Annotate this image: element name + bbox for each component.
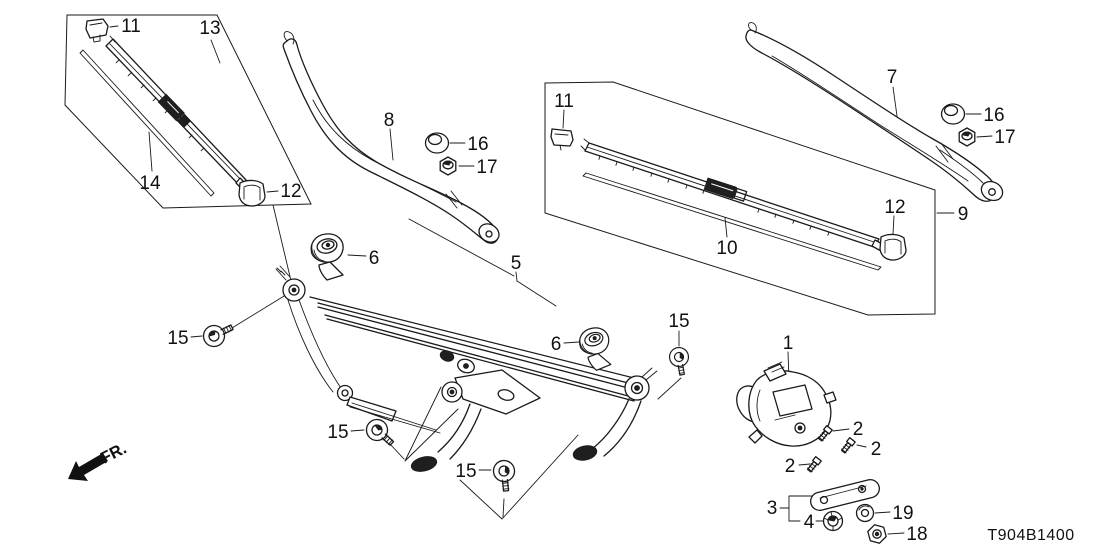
blade-end-cap-12-left [238,179,266,207]
callout-17-right: 17 [994,127,1015,148]
pivot-mount-cap-6-lower [578,327,612,371]
wiper-blade-13 [105,35,250,192]
fr-arrow-icon [68,453,108,481]
pivot-nut-17-left [439,156,457,176]
callout-7: 7 [887,67,898,88]
callouts: 11 13 14 12 8 16 17 11 10 12 9 7 16 17 5… [121,16,1015,545]
motor-bolt-2-b [841,437,856,454]
wiper-linkage-5 [275,265,658,472]
callout-16-left: 16 [467,134,488,155]
callout-2-c: 2 [785,456,796,477]
callout-15-d: 15 [668,311,689,332]
motor-bolt-2-c [807,456,822,473]
pivot-mount-cap-6-upper [310,233,344,281]
callout-2-b: 2 [871,439,882,460]
callout-14: 14 [139,173,161,194]
blade-cap-11-center [550,128,574,151]
diagram-code: T904B1400 [987,527,1074,544]
callout-4: 4 [804,512,815,533]
wiper-arm-8 [282,31,500,244]
callout-16-right: 16 [983,105,1004,126]
pivot-nut-17-right [958,127,976,147]
callout-19: 19 [892,503,913,524]
callout-10: 10 [716,238,737,259]
mount-bolt-15-b [365,418,395,446]
assembly-box-blade-13 [64,14,312,209]
mount-bolt-15-a [202,324,234,348]
motor-link-3 [810,479,880,511]
blade-end-cap-12-center [879,233,907,261]
washer-19 [855,503,875,523]
callout-9: 9 [958,204,969,225]
assembly-box-blade-9 [544,81,936,316]
wiper-blade-10 [580,138,885,252]
pivot-cap-16-left [424,132,450,154]
callout-2-a: 2 [853,419,864,440]
blade-rubber-strip-10 [582,172,882,271]
pointer-lines [231,204,682,520]
motor-bolt-2-a [818,425,833,442]
callout-6-upper: 6 [369,248,380,269]
mount-bolt-15-c [492,459,516,492]
callout-12-left: 12 [280,181,301,202]
blade-13-connector [157,93,192,128]
blade-cap-11-left [85,18,109,43]
callout-3: 3 [767,498,778,519]
callout-15-c: 15 [455,461,476,482]
callout-12-center: 12 [884,197,905,218]
leader-lines [109,25,993,535]
wiper-arm-7 [745,22,1004,202]
callout-11-left: 11 [121,16,141,37]
callout-5: 5 [511,253,522,274]
fr-direction-indicator: FR. [68,439,130,481]
callout-13: 13 [199,18,220,39]
callout-17-left: 17 [476,157,497,178]
blade-10-connector [703,177,748,202]
callout-18: 18 [906,524,927,545]
mount-bolt-15-d [668,346,690,376]
nut-18 [867,524,887,544]
callout-6-lower: 6 [551,334,562,355]
blade-rubber-14 [79,49,215,197]
link-collar-4 [822,510,844,532]
callout-15-a: 15 [167,328,188,349]
callout-1: 1 [783,333,794,354]
pivot-cap-16-right [940,103,966,125]
callout-15-b: 15 [327,422,348,443]
callout-8: 8 [384,110,395,131]
wiper-motor-1 [736,361,837,447]
callout-11-center: 11 [554,91,574,112]
